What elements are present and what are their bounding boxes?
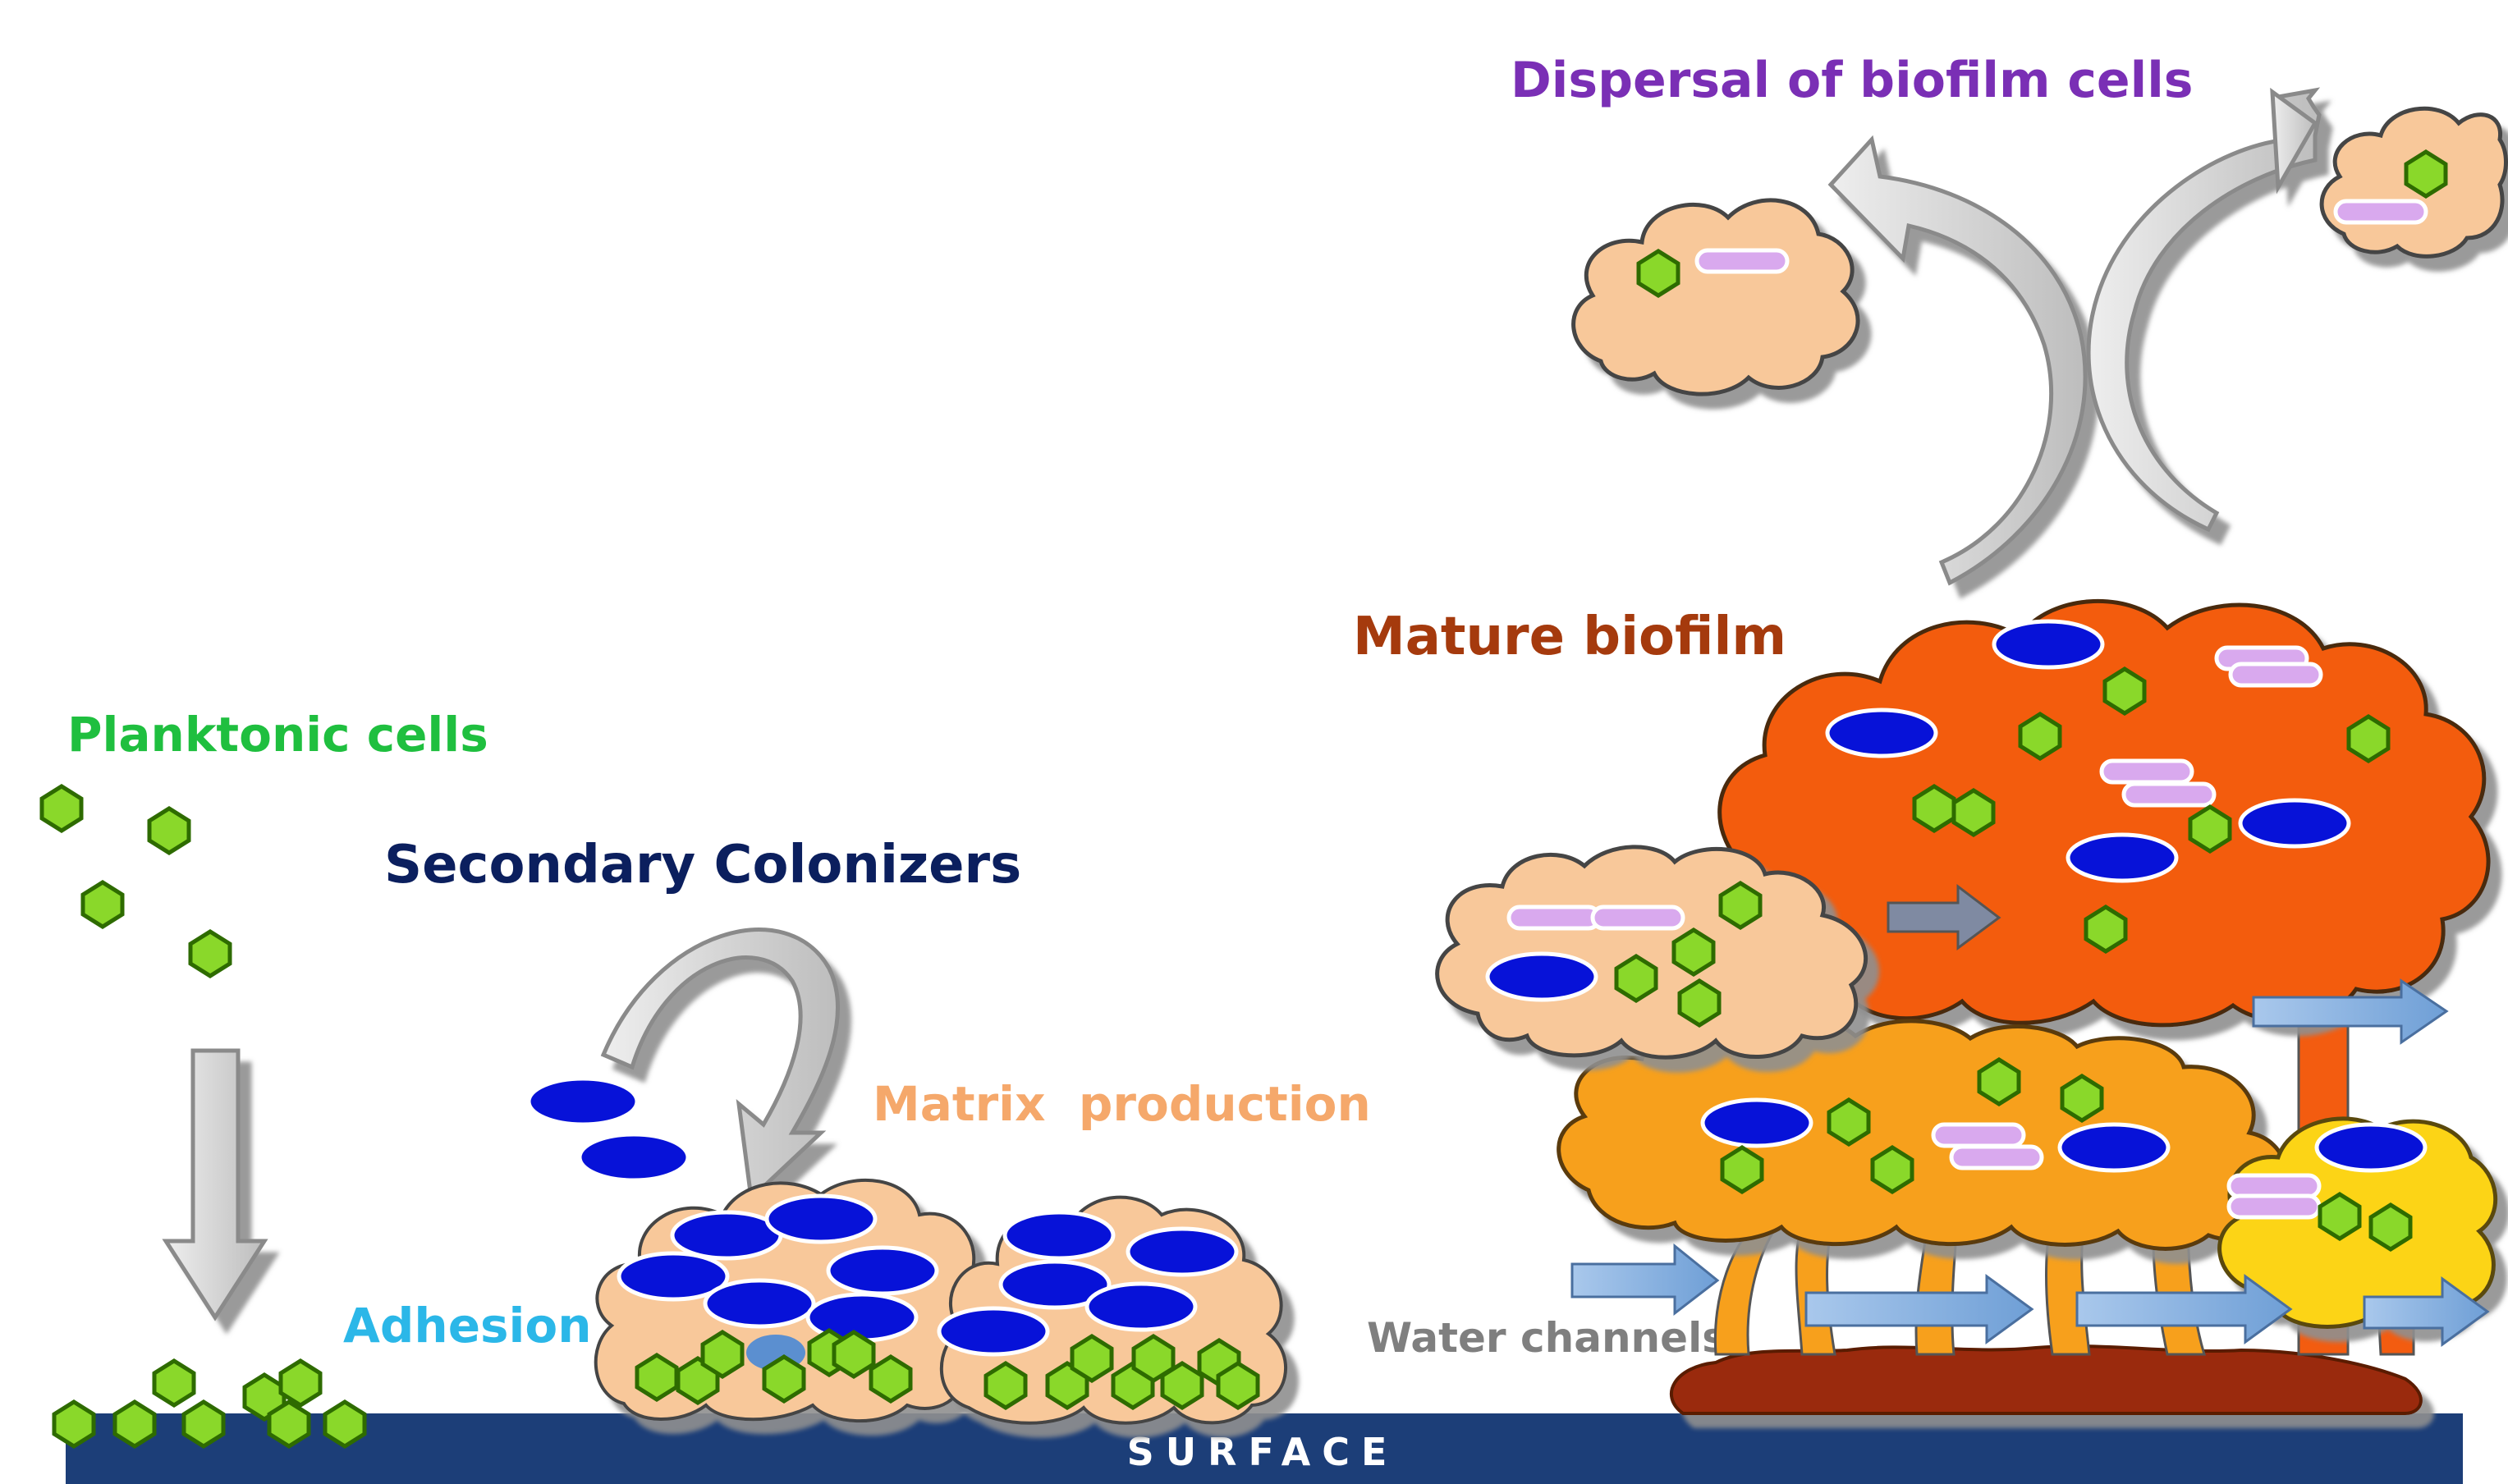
- mature-biofilm-peach-cloud: [1437, 847, 1866, 1057]
- biofilm-cell: [1721, 883, 1760, 928]
- colonizer-cell: [1005, 1212, 1113, 1258]
- dispersal-label: Dispersal of biofilm cells: [1511, 52, 2193, 109]
- biofilm-cell: [2240, 800, 2349, 846]
- biofilm-cell: [1722, 1147, 1762, 1192]
- biofilm-base: [1671, 1346, 2421, 1413]
- matrix-production-label: Matrix production: [873, 1076, 1371, 1132]
- planktonic-cell: [149, 808, 189, 853]
- dispersed-rod-cell: [2336, 201, 2426, 222]
- water-channels-label: Water channels: [1367, 1314, 1726, 1362]
- planktonic-cell-group: [42, 786, 230, 976]
- biofilm-rod-cell: [1933, 1124, 2024, 1146]
- settling-arrow: [166, 1051, 264, 1317]
- planktonic-cells-label: Planktonic cells: [67, 707, 488, 763]
- secondary-colonizers-label: Secondary Colonizers: [384, 835, 1021, 895]
- attached-cell: [269, 1402, 309, 1446]
- colonizer-cell: [529, 1079, 637, 1124]
- attached-cell: [154, 1361, 194, 1405]
- biofilm-cell: [1680, 981, 1719, 1025]
- matrix-cell: [1162, 1363, 1202, 1408]
- attached-cell: [54, 1402, 94, 1446]
- matrix-cell: [871, 1357, 910, 1401]
- attached-cell: [184, 1402, 223, 1446]
- matrix-cell: [834, 1332, 873, 1376]
- biofilm-rod-cell: [2231, 664, 2321, 685]
- colonizer-cell: [580, 1134, 688, 1180]
- biofilm-rod-cell: [1509, 907, 1599, 928]
- biofilm-cell: [2105, 669, 2144, 713]
- colonizer-cell: [767, 1196, 875, 1242]
- surface-label: SURFACE: [1127, 1430, 1399, 1474]
- colonizer-cell: [1128, 1229, 1236, 1275]
- biofilm-rod-cell: [2102, 761, 2192, 782]
- adhesion-label: Adhesion: [343, 1298, 592, 1353]
- dispersed-rod-cell: [1697, 250, 1787, 272]
- matrix-cell: [1218, 1363, 1258, 1408]
- matrix-cell: [986, 1363, 1025, 1408]
- colonizer-cell: [828, 1248, 937, 1294]
- planktonic-cell: [42, 786, 81, 831]
- matrix-cell: [637, 1355, 676, 1399]
- biofilm-rod-cell: [2124, 784, 2214, 805]
- biofilm-cell: [1954, 790, 1993, 835]
- biofilm-cell: [1616, 956, 1656, 1001]
- biofilm-cell: [1827, 710, 1936, 756]
- colonizer-cell: [705, 1280, 814, 1326]
- matrix-cell: [703, 1332, 742, 1376]
- biofilm-cell: [1873, 1147, 1912, 1192]
- dispersal-arrow-left: [1831, 140, 2085, 583]
- dispersed-cell: [2406, 152, 2446, 196]
- planktonic-cell: [83, 882, 122, 927]
- biofilm-cell: [1994, 621, 2102, 667]
- biofilm-cell: [2320, 1194, 2359, 1239]
- attached-cell: [325, 1402, 365, 1446]
- biofilm-cell: [2068, 835, 2176, 881]
- biofilm-cell: [1829, 1100, 1868, 1144]
- biofilm-cell: [2317, 1124, 2425, 1170]
- matrix-cell: [764, 1357, 804, 1401]
- dispersed-clump-left: [1574, 200, 1858, 394]
- biofilm-rod-cell: [2229, 1196, 2319, 1217]
- colonizer-cells: [529, 1079, 688, 1180]
- dispersal-arrow-right: [2088, 90, 2319, 529]
- planktonic-cell: [190, 932, 230, 976]
- attached-cell: [281, 1361, 320, 1405]
- attached-cell: [115, 1402, 154, 1446]
- biofilm-cell: [1488, 954, 1596, 1000]
- matrix-cell: [1072, 1336, 1112, 1381]
- biofilm-rod-cell: [1593, 907, 1683, 928]
- biofilm-cell: [2060, 1124, 2168, 1170]
- biofilm-cell: [2349, 717, 2388, 761]
- biofilm-cell: [1703, 1100, 1811, 1146]
- biofilm-cell: [2371, 1205, 2410, 1249]
- biofilm-cell: [2086, 907, 2125, 951]
- colonizer-cell: [939, 1308, 1048, 1354]
- mature-biofilm-label: Mature biofilm: [1353, 607, 1786, 667]
- biofilm-rod-cell: [1951, 1147, 2042, 1168]
- flow-arrow: [1572, 1246, 1717, 1313]
- biofilm-cell: [1914, 786, 1954, 831]
- dispersed-cell: [1639, 251, 1678, 295]
- biofilm-cell: [1674, 930, 1713, 974]
- colonizer-cell: [672, 1212, 781, 1258]
- colonizer-cell: [1087, 1284, 1195, 1330]
- biofilm-cell: [2020, 714, 2060, 758]
- biofilm-cell: [1979, 1060, 2019, 1104]
- biofilm-cell: [2062, 1076, 2102, 1120]
- biofilm-rod-cell: [2229, 1175, 2319, 1197]
- biofilm-cell: [2190, 807, 2230, 851]
